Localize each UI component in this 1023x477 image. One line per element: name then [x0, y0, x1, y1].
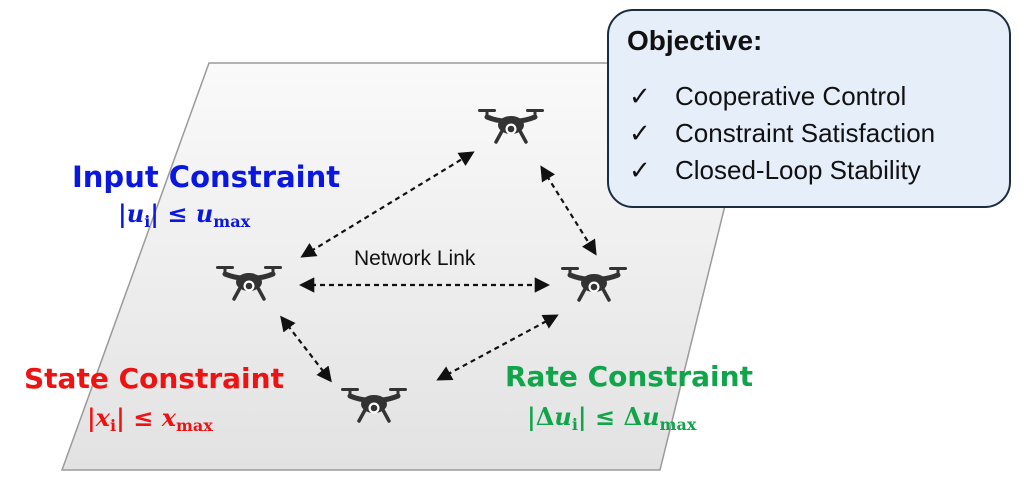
state-constraint-equation: |xi| ≤ xmax [87, 403, 213, 435]
objective-item-label: Constraint Satisfaction [675, 118, 936, 148]
objective-item: ✓ Constraint Satisfaction [629, 118, 935, 149]
link-left-bottom [280, 315, 332, 383]
objective-item-label: Cooperative Control [675, 81, 907, 111]
check-icon: ✓ [629, 118, 651, 148]
check-icon: ✓ [629, 155, 651, 185]
network-link-label: Network Link [354, 247, 476, 270]
state-constraint-title: State Constraint [24, 362, 284, 395]
workspace-plane [60, 62, 761, 471]
objective-item: ✓ Closed-Loop Stability [629, 155, 921, 186]
check-icon: ✓ [629, 81, 651, 111]
input-constraint-title: Input Constraint [72, 160, 341, 194]
network-links [280, 151, 597, 383]
objective-item-label: Closed-Loop Stability [675, 155, 921, 185]
link-top-right [540, 165, 597, 256]
objective-item: ✓ Cooperative Control [629, 81, 906, 112]
link-left-top [300, 151, 475, 258]
objective-box: Objective: ✓ Cooperative Control ✓ Constra… [607, 9, 1011, 208]
objective-title: Objective: [627, 25, 763, 56]
rate-constraint-title: Rate Constraint [505, 360, 753, 393]
rate-constraint-equation: |Δui| ≤ Δumax [527, 402, 697, 434]
link-bottom-right [436, 314, 559, 381]
input-constraint-equation: |ui| ≤ umax [118, 199, 251, 231]
